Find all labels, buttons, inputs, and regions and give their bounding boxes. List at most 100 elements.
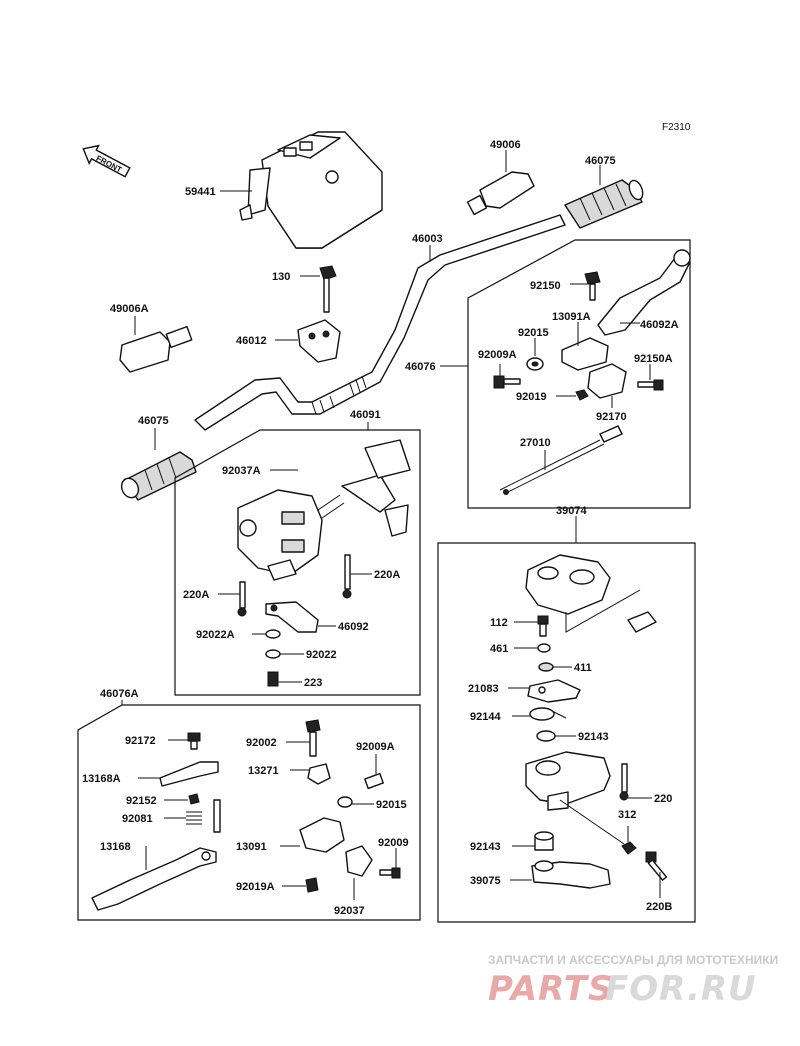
part-label: 39075	[470, 875, 501, 887]
part-label: 46076A	[100, 688, 139, 700]
handlebar-holder-part	[297, 319, 341, 363]
part-label: 92144	[470, 711, 501, 723]
lock-washer-part	[538, 662, 554, 672]
right-grip-sleeve-part	[466, 171, 535, 216]
part-label: 223	[304, 677, 322, 689]
screw-part	[267, 671, 279, 687]
left-grip-sleeve-part	[119, 325, 193, 373]
part-label: 27010	[520, 437, 551, 449]
nut-part	[305, 877, 319, 893]
washer-part	[337, 796, 353, 808]
throttle-lever-part	[531, 860, 611, 889]
part-label: 46092A	[640, 319, 679, 331]
part-label: 92152	[126, 795, 157, 807]
diagram-ref-code: F2310	[662, 122, 691, 133]
watermark-brand-right: FOR.RU	[605, 969, 757, 1009]
part-label: 39074	[556, 505, 587, 517]
part-label: 49006A	[110, 303, 149, 315]
switch-cable-part	[499, 425, 623, 495]
part-label: 92170	[596, 411, 627, 423]
part-label: 92037	[334, 905, 365, 917]
screw-part	[645, 851, 668, 881]
screw-part	[237, 581, 247, 617]
part-label: 49006	[490, 139, 521, 151]
part-label: 46012	[236, 335, 267, 347]
screw-part	[537, 615, 549, 637]
bracket-part	[307, 763, 331, 785]
part-label: 46076	[405, 361, 436, 373]
left-lever-part	[91, 847, 217, 911]
part-label: 21083	[468, 683, 499, 695]
part-label: 13091	[236, 841, 267, 853]
throttle-assembly-box	[437, 542, 696, 923]
right-grip-part	[564, 179, 644, 229]
part-label: 92022	[306, 649, 337, 661]
spring-part	[529, 707, 567, 721]
watermark-tagline: ЗАПЧАСТИ И АКСЕССУАРЫ ДЛЯ МОТОТЕХНИКИ	[488, 953, 778, 967]
part-label: 92009	[378, 837, 409, 849]
washer-part	[526, 357, 544, 371]
nut-part	[621, 841, 637, 855]
part-label: 92015	[518, 327, 549, 339]
part-label: 92019A	[236, 881, 275, 893]
bolt-part	[305, 719, 321, 757]
part-label: 92037A	[222, 465, 261, 477]
part-label: 92143	[578, 731, 609, 743]
washer-part	[265, 629, 281, 639]
part-label: 112	[490, 617, 508, 629]
throttle-case-part	[525, 554, 657, 633]
handlebar-part	[194, 214, 566, 431]
part-label: 13271	[248, 765, 279, 777]
part-label: 46075	[138, 415, 169, 427]
part-label: 92009A	[356, 741, 395, 753]
part-label: 220A	[183, 589, 209, 601]
part-label: 92015	[376, 799, 407, 811]
part-label: 13168A	[82, 773, 121, 785]
screw-part	[342, 554, 352, 599]
part-label: 59441	[185, 186, 216, 198]
part-label: 411	[574, 662, 592, 674]
part-label: 92150	[530, 280, 561, 292]
part-label: 220A	[374, 569, 400, 581]
nut-part	[575, 389, 589, 401]
plate-part	[527, 679, 581, 703]
part-label: 92081	[122, 813, 153, 825]
front-arrow-icon: FRONT	[82, 144, 131, 178]
part-label: 461	[490, 643, 508, 655]
part-label: 92172	[125, 735, 156, 747]
part-label: 220	[654, 793, 672, 805]
part-label: 92009A	[478, 349, 517, 361]
left-lever-assembly-box	[77, 704, 421, 921]
nut-part	[188, 793, 200, 805]
bushing-part	[536, 730, 556, 742]
switch-assembly-box	[174, 429, 421, 696]
part-label: 92022A	[196, 629, 235, 641]
bracket-part	[159, 761, 219, 787]
left-grip-part	[120, 451, 197, 501]
handlebar-switch-part	[237, 439, 411, 581]
throttle-housing-part	[525, 751, 611, 811]
right-lever-part	[597, 249, 691, 336]
screw-part	[187, 732, 201, 750]
lever-holder-part	[299, 817, 373, 877]
lever-assembly-box	[467, 239, 691, 509]
part-label: 312	[618, 809, 636, 821]
bushing-part	[534, 831, 554, 851]
screw-part	[619, 763, 629, 801]
part-label: 130	[272, 271, 290, 283]
part-label: 92002	[246, 737, 277, 749]
part-label: 13168	[100, 841, 131, 853]
lever-holder-part	[561, 337, 627, 399]
bolt-part	[584, 271, 601, 301]
watermark-brand-left: PARTS	[488, 969, 613, 1009]
part-label: 46092	[338, 621, 369, 633]
part-label: 46091	[350, 409, 381, 421]
part-label: 46003	[412, 233, 443, 245]
part-label: 92019	[516, 391, 547, 403]
choke-lever-part	[265, 601, 319, 633]
handlebar-cover-part	[239, 131, 383, 249]
spring-part	[186, 799, 221, 833]
screw-part	[379, 867, 401, 879]
part-label: 92150A	[634, 353, 673, 365]
